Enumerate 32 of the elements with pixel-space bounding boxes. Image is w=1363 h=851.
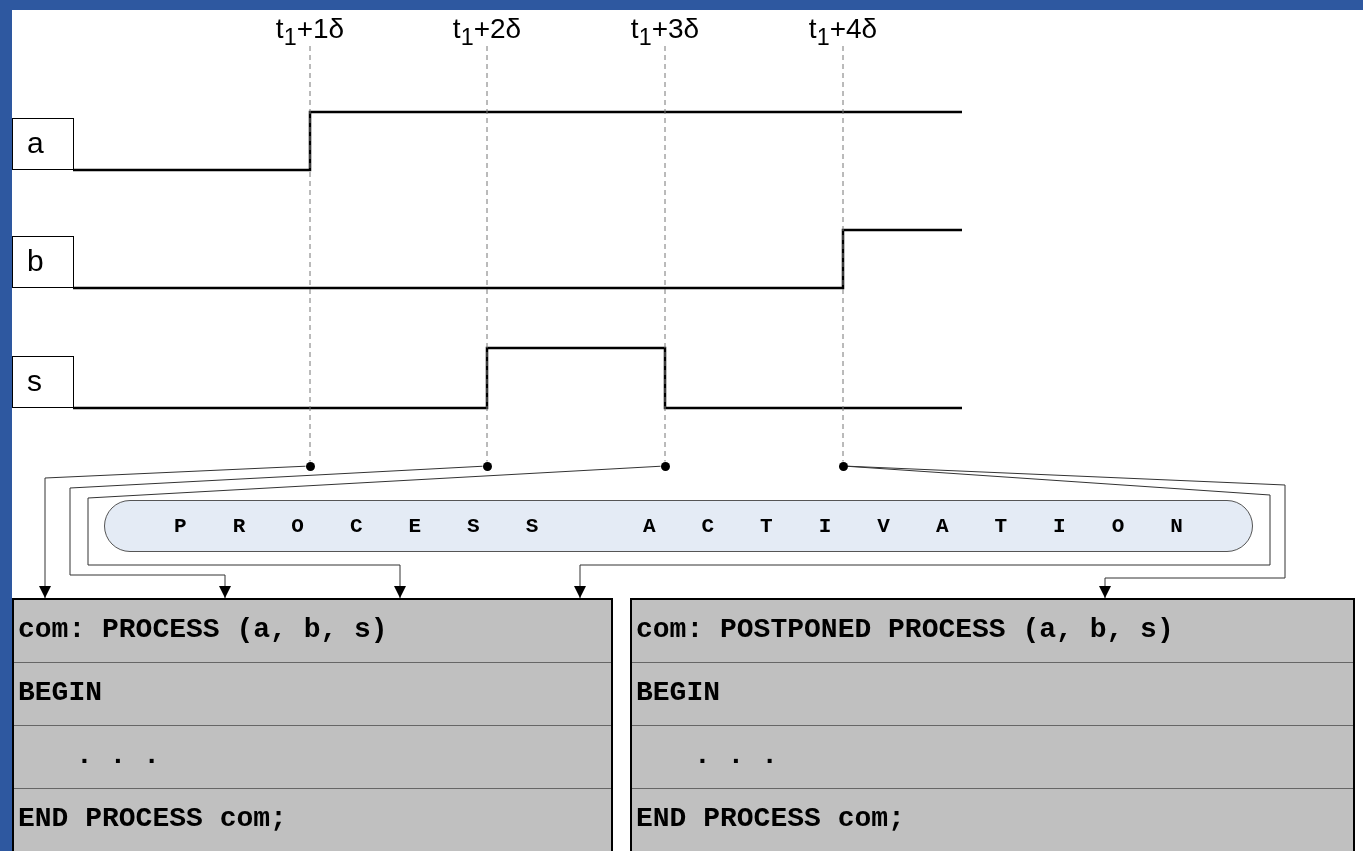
arrow <box>39 465 306 599</box>
code-line: . . . <box>632 726 1353 789</box>
signal-label: s <box>12 356 74 408</box>
code-line: . . . <box>14 726 611 789</box>
arrow <box>87 465 661 599</box>
dashed-line <box>309 45 311 462</box>
time-label: t$_{1}$+1δ <box>260 12 360 46</box>
dashed-line <box>664 45 666 462</box>
code-line: END PROCESS com; <box>14 789 611 851</box>
time-label: t$_{1}$+4δ <box>793 12 893 46</box>
band-text: PROCESS ACTIVATION <box>174 514 1229 538</box>
time-label: t$_{1}$+2δ <box>437 12 537 46</box>
signal-label: a <box>12 118 74 170</box>
signal-label: b <box>12 236 74 288</box>
event-dot <box>660 461 670 471</box>
code-box <box>630 598 1355 851</box>
code-line: END PROCESS com; <box>632 789 1353 851</box>
code-line: BEGIN <box>14 663 611 726</box>
dashed-line <box>486 45 488 462</box>
time-label: t$_{1}$+3δ <box>615 12 715 46</box>
process-activation-band <box>104 500 1253 552</box>
code-line: com: POSTPONED PROCESS (a, b, s) <box>632 600 1353 663</box>
event-dot <box>305 461 315 471</box>
code-line: BEGIN <box>632 663 1353 726</box>
arrow <box>69 465 483 599</box>
code-line: com: PROCESS (a, b, s) <box>14 600 611 663</box>
dashed-line <box>842 45 844 462</box>
event-dot <box>838 461 848 471</box>
arrow <box>847 465 1286 599</box>
event-dot <box>482 461 492 471</box>
arrow <box>574 465 1271 599</box>
code-box <box>12 598 613 851</box>
